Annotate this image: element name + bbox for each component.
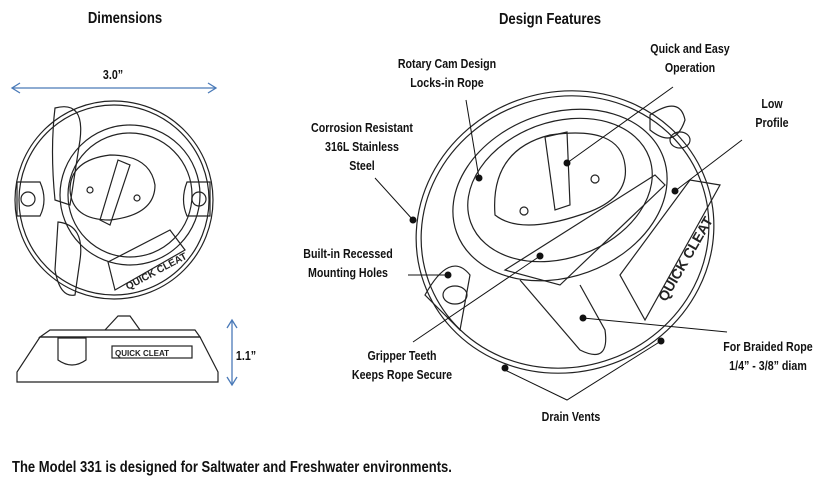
callout-line: Profile bbox=[755, 115, 789, 130]
callout-gripper-teeth: Gripper Teeth Keeps Rope Secure bbox=[352, 346, 452, 384]
callout-line: Built-in Recessed bbox=[303, 246, 393, 261]
callout-line: Operation bbox=[664, 60, 716, 75]
callout-drain-vents: Drain Vents bbox=[542, 407, 601, 426]
footer-note: The Model 331 is designed for Saltwater … bbox=[12, 459, 452, 476]
callout-line: Steel bbox=[349, 158, 375, 173]
perspective-logo-text: QUICK CLEAT bbox=[655, 213, 716, 303]
callout-line: Gripper Teeth bbox=[367, 348, 437, 363]
width-label: 3.0” bbox=[102, 67, 124, 82]
callout-line: Drain Vents bbox=[541, 409, 601, 424]
callout-low-profile: Low Profile bbox=[755, 94, 788, 132]
callout-line: Mounting Holes bbox=[308, 265, 388, 280]
callout-braided-rope: For Braided Rope 1/4” - 3/8” diam bbox=[723, 337, 812, 375]
callout-corrosion: Corrosion Resistant 316L Stainless Steel bbox=[311, 118, 413, 175]
callout-mounting-holes: Built-in Recessed Mounting Holes bbox=[303, 244, 392, 282]
callout-line: Rotary Cam Design bbox=[397, 56, 497, 71]
side-logo-text: QUICK CLEAT bbox=[115, 349, 169, 358]
width-arrow bbox=[10, 82, 218, 94]
callout-line: Quick and Easy bbox=[650, 41, 730, 56]
top-view-cleat: QUICK CLEAT bbox=[14, 100, 214, 300]
callout-line: For Braided Rope bbox=[723, 339, 813, 354]
callout-quick-easy: Quick and Easy Operation bbox=[650, 39, 729, 77]
callout-line: Keeps Rope Secure bbox=[351, 367, 453, 382]
callout-leaders bbox=[374, 86, 743, 401]
callout-line: 316L Stainless bbox=[325, 139, 399, 154]
callout-line: Low bbox=[761, 96, 783, 111]
callout-line: Locks-in Rope bbox=[410, 75, 484, 90]
height-label: 1.1” bbox=[235, 348, 257, 363]
callout-rotary-cam: Rotary Cam Design Locks-in Rope bbox=[398, 54, 496, 92]
callout-line: Corrosion Resistant bbox=[311, 120, 413, 135]
callout-line: 1/4” - 3/8” diam bbox=[729, 358, 807, 373]
side-view-cleat: QUICK CLEAT bbox=[16, 315, 219, 383]
design-features-title: Design Features bbox=[498, 11, 602, 28]
dimensions-title: Dimensions bbox=[87, 10, 163, 27]
height-arrow bbox=[226, 318, 238, 387]
